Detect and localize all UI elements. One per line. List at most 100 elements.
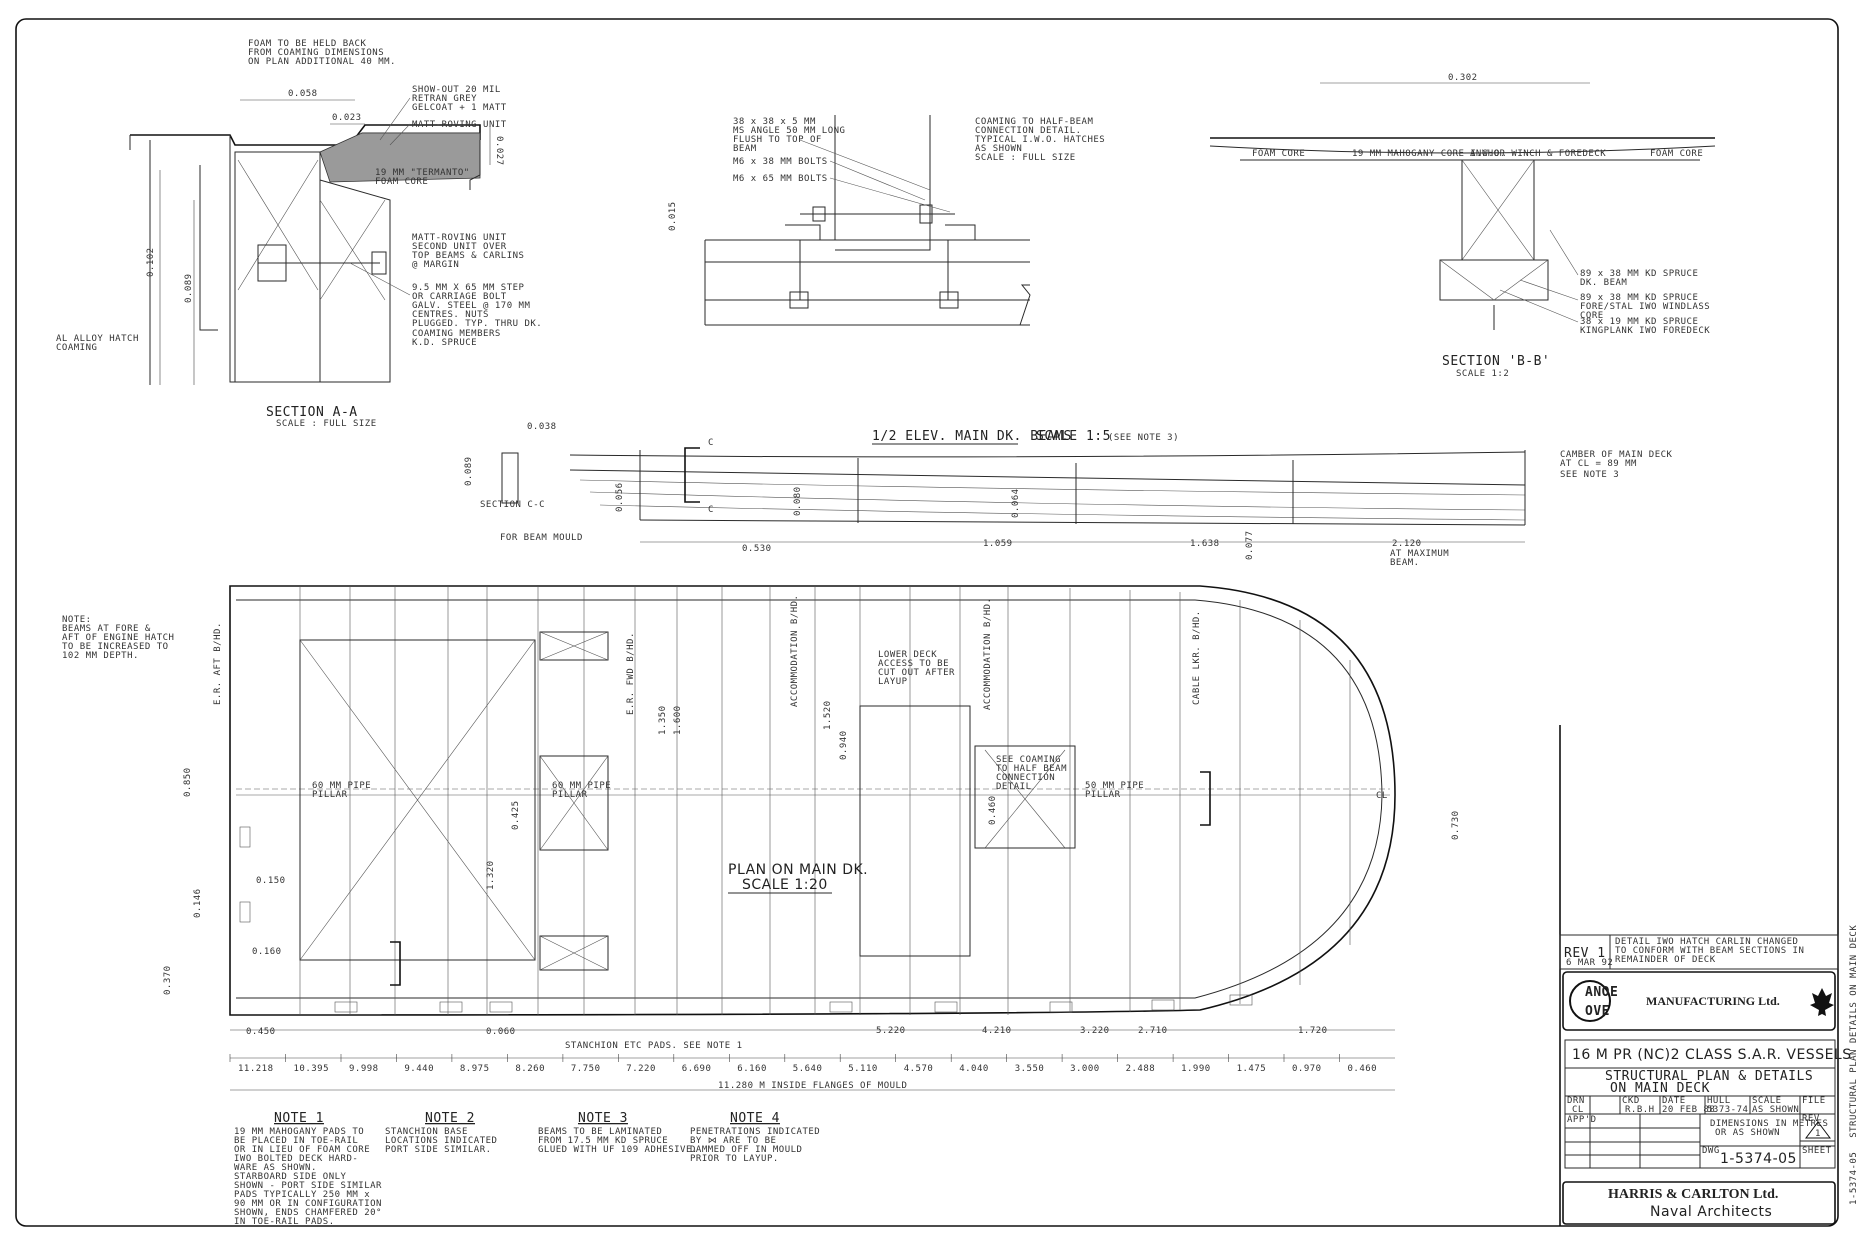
section-aa: FOAM TO BE HELD BACK FROM COAMING DIMENS…	[56, 39, 542, 429]
centerline-mark: CL	[1376, 791, 1388, 801]
dim-row-value: 4.570	[904, 1064, 934, 1074]
appd-label: APP'D	[1567, 1115, 1597, 1125]
plan-vdim-1600: 1.600	[673, 705, 683, 735]
note-line: BEAMS TO BE LAMINATED	[538, 1127, 662, 1137]
rev-date: 6 MAR 92	[1566, 958, 1613, 968]
plan-vdim-0425: 0.425	[511, 800, 521, 830]
dim-row-value: 7.750	[571, 1064, 601, 1074]
dim-right: 0.027	[494, 136, 504, 166]
callout-gelcoat: SHOW-OUT 20 MIL RETRAN GREY GELCOAT + 1 …	[412, 85, 507, 113]
bhd-cable: CABLE LKR. B/HD.	[1192, 610, 1202, 705]
plan-vdim-0146: 0.146	[193, 888, 203, 918]
dim-top: 0.058	[288, 89, 318, 99]
foam-note: FOAM TO BE HELD BACK FROM COAMING DIMENS…	[248, 39, 396, 67]
date-label: DATE	[1662, 1096, 1686, 1106]
drn-value: CL	[1572, 1105, 1584, 1115]
hull-outline	[229, 585, 1396, 1016]
note-line: OR IN LIEU OF FOAM CORE	[234, 1145, 370, 1155]
dim-row-value: 5.110	[848, 1064, 878, 1074]
section-cc-label: SECTION C-C	[480, 500, 545, 510]
bb-callout-fore: 89 x 38 MM KD SPRUCE FORE/STAL IWO WINDL…	[1580, 293, 1716, 321]
elev-see-note: (SEE NOTE 3)	[1108, 433, 1179, 443]
elev-dim-2: 1.059	[983, 539, 1013, 549]
project-title: 16 M PR (NC)2 CLASS S.A.R. VESSELS	[1572, 1047, 1852, 1063]
note-title: NOTE 2	[425, 1111, 475, 1126]
maple-leaf-icon	[1810, 988, 1834, 1016]
dim-left2: 0.089	[184, 273, 194, 303]
plan-vdim-0460: 0.460	[988, 795, 998, 825]
bhd-accom-2: ACCOMMODATION B/HD.	[983, 598, 993, 710]
elev-dim-038: 0.038	[527, 422, 557, 432]
rev-text: DETAIL IWO HATCH CARLIN CHANGED TO CONFO…	[1615, 937, 1810, 965]
drn-label: DRN	[1567, 1096, 1585, 1106]
hatch-coaming-label: AL ALLOY HATCH COAMING	[56, 334, 145, 353]
date-value: 20 FEB 88	[1662, 1105, 1715, 1115]
plan-main-deck: NOTE: BEAMS AT FORE & AFT OF ENGINE HATC…	[62, 585, 1461, 1091]
plan-frames	[236, 586, 1390, 1015]
dim-row-value: 10.395	[294, 1064, 330, 1074]
elev-scale: SCALE 1:5	[1036, 429, 1111, 444]
elev-dim-089: 0.089	[464, 456, 474, 486]
sheet-label: SHEET	[1802, 1146, 1832, 1156]
section-bb: 0.302 FOAM CORE 19 MM MAHOGANY CORE I.W.…	[1209, 73, 1716, 379]
section-aa-scale: SCALE : FULL SIZE	[276, 419, 377, 429]
logo-top: ANOE	[1585, 985, 1618, 1000]
note-line: 19 MM MAHOGANY PADS TO	[234, 1127, 364, 1137]
coaming-callout-bolts38: M6 x 38 MM BOLTS	[733, 157, 828, 167]
plan-vdim-1320: 1.320	[486, 860, 496, 890]
plan-vdim-0940: 0.940	[839, 730, 849, 760]
overall-length: 11.280 M INSIDE FLANGES OF MOULD	[718, 1081, 907, 1091]
dim-row-value: 6.160	[737, 1064, 767, 1074]
dim-row-value: 1.990	[1181, 1064, 1211, 1074]
plan-vdim-1520: 1.520	[823, 700, 833, 730]
plan-title: PLAN ON MAIN DK.	[728, 862, 868, 878]
stanchion-pads	[239, 826, 1253, 1013]
plan-vdim-1350: 1.350	[658, 705, 668, 735]
dim-row-value: 6.690	[682, 1064, 712, 1074]
note-line: GLUED WITH UF 109 ADHESIVE.	[538, 1145, 698, 1155]
note-line: DAMMED OFF IN MOULD	[690, 1145, 802, 1155]
scale-label: SCALE	[1752, 1096, 1782, 1106]
coaming-scale: SCALE : FULL SIZE	[975, 153, 1076, 163]
dim-row-value: 5.640	[793, 1064, 823, 1074]
note-line: PENETRATIONS INDICATED	[690, 1127, 820, 1137]
dim-left1: 0.102	[146, 247, 156, 277]
note-line: PORT SIDE SIMILAR.	[385, 1145, 492, 1155]
bhd-er-fwd: E.R. FWD B/HD.	[626, 632, 636, 715]
bb-core-4: FOAM CORE	[1650, 149, 1703, 159]
coaming-callout-angle: 38 x 38 x 5 MM MS ANGLE 50 MM LONG FLUSH…	[733, 117, 851, 154]
plan-scale: SCALE 1:20	[742, 877, 828, 893]
dwg-label: DWG	[1702, 1146, 1720, 1156]
dim-row-value: 0.970	[1292, 1064, 1322, 1074]
plan-note: NOTE: BEAMS AT FORE & AFT OF ENGINE HATC…	[62, 615, 180, 661]
note-line: IN TOE-RAIL PADS.	[234, 1217, 335, 1227]
dim-small: 0.023	[332, 113, 362, 123]
dim-top-value: 3.220	[1080, 1026, 1110, 1036]
note-line: 90 MM OR IN CONFIGURATION	[234, 1199, 382, 1209]
stanchion-note: STANCHION ETC PADS. SEE NOTE 1	[565, 1041, 743, 1051]
note-line: WARE AS SHOWN.	[234, 1163, 317, 1173]
logo-bottom: OVE	[1585, 1004, 1610, 1019]
coaming-detail: 0.015 38 x 38 x 5 MM MS ANGLE 50 MM LONG…	[668, 115, 1105, 326]
callout-matt: MATT-ROVING UNIT	[412, 120, 507, 130]
dim-row-value: 4.040	[959, 1064, 989, 1074]
hull-label: HULL	[1707, 1096, 1731, 1106]
lower-deck-note: LOWER DECK ACCESS TO BE CUT OUT AFTER LA…	[878, 650, 961, 687]
elev-vdim-1: 0.056	[615, 482, 625, 512]
bb-callout-king: 38 x 19 MM KD SPRUCE KINGPLANK IWO FORED…	[1580, 317, 1710, 336]
section-aa-title: SECTION A-A	[266, 405, 358, 420]
dim-top-value: 5.220	[876, 1026, 906, 1036]
note-line: BE PLACED IN TOE-RAIL	[234, 1136, 358, 1146]
plan-dim-0150: 0.150	[256, 876, 286, 886]
plan-vdim-0370: 0.370	[163, 965, 173, 995]
bb-core-2: 19 MM MAHOGANY CORE I.W.O.	[1352, 149, 1506, 159]
dim-row-value: 2.488	[1126, 1064, 1156, 1074]
dim-top-value: 2.710	[1138, 1026, 1168, 1036]
coaming-dim: 0.015	[668, 201, 678, 231]
architect-name: HARRIS & CARLTON Ltd.	[1608, 1187, 1778, 1202]
rev-label: REV	[1802, 1114, 1820, 1124]
c-mark-top: C	[708, 438, 714, 448]
bb-core-3: ANCHOR WINCH & FOREDECK	[1470, 149, 1606, 159]
